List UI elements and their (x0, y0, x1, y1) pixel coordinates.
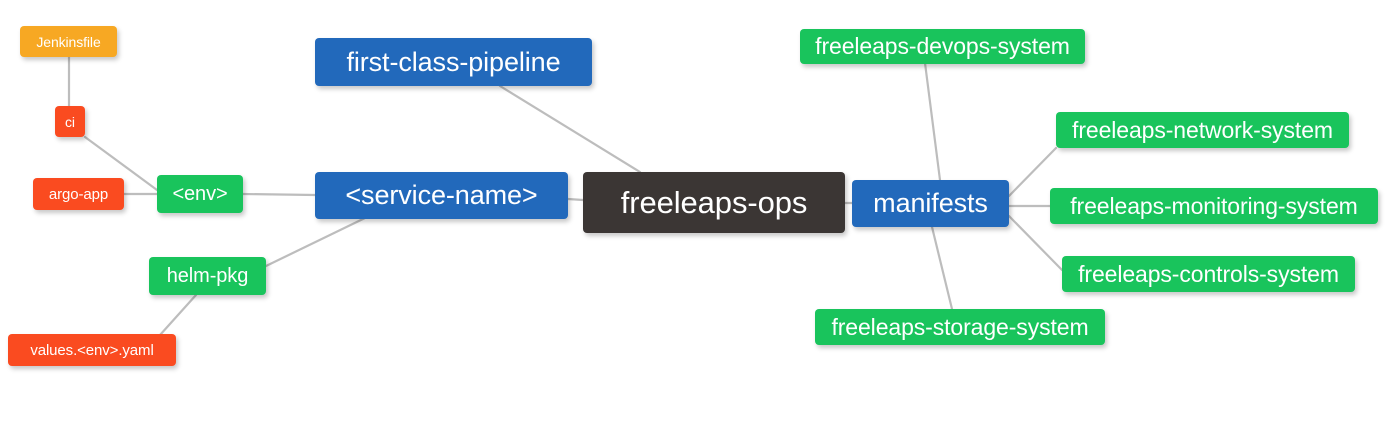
node-values-yaml[interactable]: values.<env>.yaml (8, 334, 176, 366)
node-freeleaps-controls-system[interactable]: freeleaps-controls-system (1062, 256, 1355, 292)
node-label-freeleaps-monitoring-system: freeleaps-monitoring-system (1070, 192, 1358, 219)
node-freeleaps-monitoring-system[interactable]: freeleaps-monitoring-system (1050, 188, 1378, 224)
node-freeleaps-devops-system[interactable]: freeleaps-devops-system (800, 29, 1085, 64)
node-label-root-freeleaps-ops: freeleaps-ops (620, 185, 808, 220)
edge-controls-manifests (1007, 214, 1064, 272)
node-label-argo-app: argo-app (48, 185, 109, 203)
node-service-name[interactable]: <service-name> (315, 172, 568, 219)
node-freeleaps-storage-system[interactable]: freeleaps-storage-system (815, 309, 1105, 345)
node-label-first-class-pipeline: first-class-pipeline (346, 46, 561, 77)
node-freeleaps-network-system[interactable]: freeleaps-network-system (1056, 112, 1349, 148)
edge-env-servicename (241, 192, 317, 197)
edge-servicename-root (566, 197, 585, 202)
edge-network-manifests (1007, 146, 1058, 198)
node-label-jenkinsfile: Jenkinsfile (36, 33, 101, 50)
node-root-freeleaps-ops[interactable]: freeleaps-ops (583, 172, 845, 233)
node-label-freeleaps-storage-system: freeleaps-storage-system (831, 313, 1089, 340)
node-argo-app[interactable]: argo-app (33, 178, 124, 210)
edge-pipeline-root (498, 84, 642, 174)
node-helm-pkg[interactable]: helm-pkg (149, 257, 266, 295)
node-label-service-name: <service-name> (345, 180, 538, 210)
node-label-freeleaps-network-system: freeleaps-network-system (1072, 116, 1333, 143)
node-label-env: <env> (172, 183, 228, 205)
edge-storage-manifests (930, 225, 954, 311)
node-label-ci: ci (65, 113, 75, 130)
node-label-freeleaps-devops-system: freeleaps-devops-system (815, 33, 1070, 59)
node-manifests[interactable]: manifests (852, 180, 1009, 227)
edge-devops-manifests (923, 61, 942, 182)
node-first-class-pipeline[interactable]: first-class-pipeline (315, 38, 592, 86)
node-jenkinsfile[interactable]: Jenkinsfile (20, 26, 117, 57)
edge-values-helmpkg (158, 293, 198, 337)
node-env[interactable]: <env> (157, 175, 243, 213)
node-label-freeleaps-controls-system: freeleaps-controls-system (1078, 260, 1339, 287)
edge-helmpkg-servicename (264, 216, 367, 268)
node-label-manifests: manifests (873, 188, 988, 218)
node-ci[interactable]: ci (55, 106, 85, 137)
node-label-helm-pkg: helm-pkg (166, 265, 249, 287)
node-label-values-yaml: values.<env>.yaml (30, 341, 154, 359)
